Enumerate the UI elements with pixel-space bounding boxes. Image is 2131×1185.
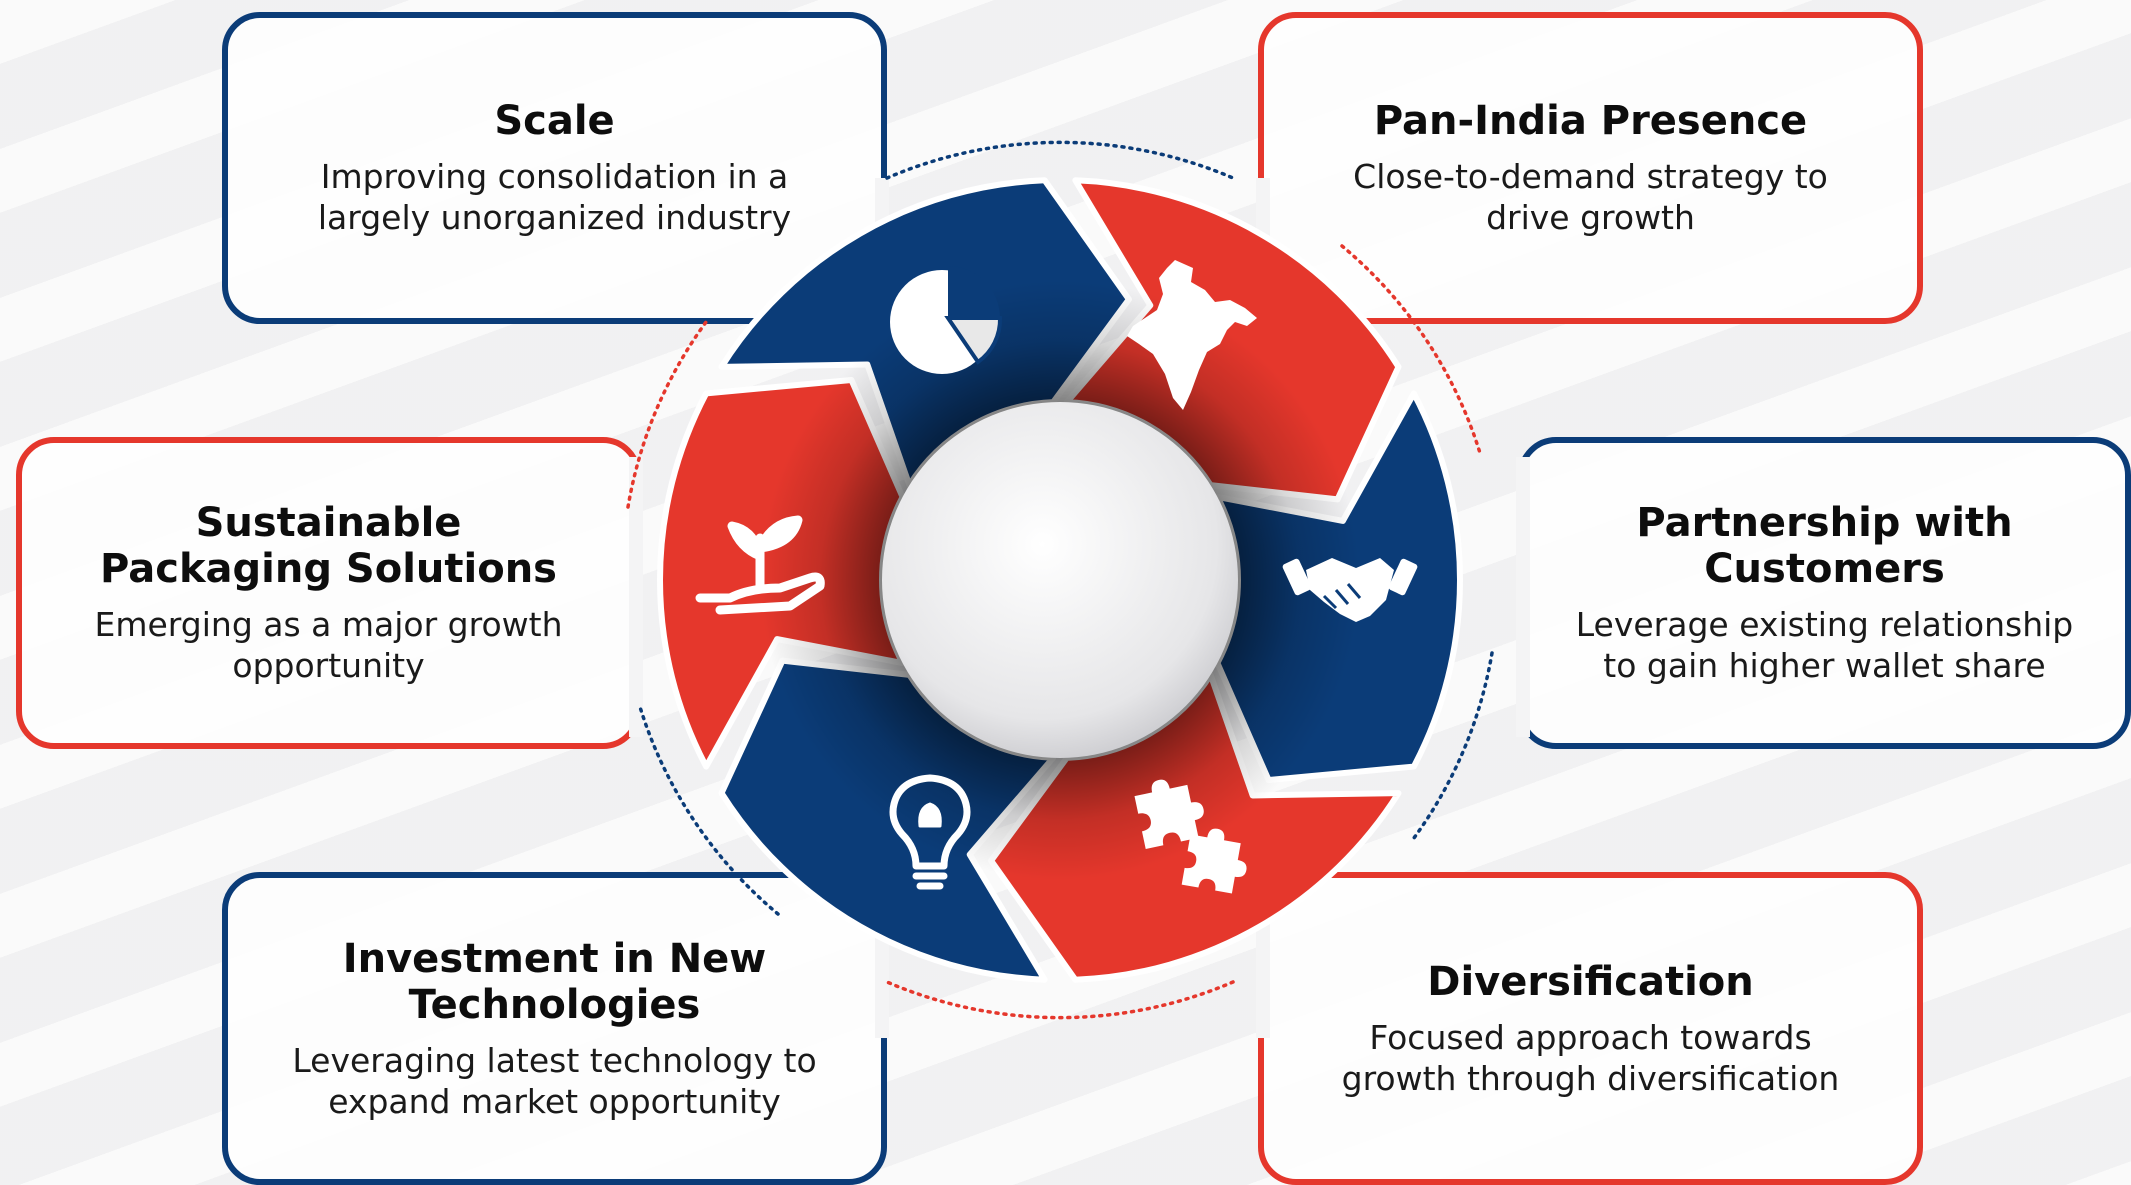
cycle-diagram bbox=[626, 140, 1494, 1020]
card-description: Close-to-demand strategy to drive growth bbox=[1353, 157, 1828, 237]
lightbulb-icon bbox=[889, 774, 971, 890]
card-title: Scale bbox=[494, 98, 615, 144]
card-description: Focused approach towards growth through … bbox=[1341, 1017, 1840, 1098]
handshake-icon bbox=[1282, 558, 1418, 622]
card-description: Improving consolidation in a largely uno… bbox=[317, 157, 792, 237]
card-title: Diversification bbox=[1427, 958, 1754, 1005]
card-sustainable: Sustainable Packaging Solutions Emerging… bbox=[16, 437, 643, 749]
card-partnership: Partnership with Customers Leverage exis… bbox=[1516, 437, 2131, 749]
card-title: Pan-India Presence bbox=[1373, 98, 1808, 144]
card-diversification: Diversification Focused approach towards… bbox=[1256, 872, 1923, 1185]
card-description: Emerging as a major growth opportunity bbox=[94, 605, 563, 685]
india-map-icon bbox=[1127, 260, 1257, 410]
card-pan-india: Pan-India Presence Close-to-demand strat… bbox=[1256, 12, 1923, 328]
pie-chart-icon bbox=[890, 266, 1003, 374]
card-description: Leveraging latest technology to expand m… bbox=[292, 1040, 817, 1121]
card-description: Leverage existing relationship to gain h… bbox=[1575, 605, 2074, 685]
card-scale: Scale Improving consolidation in a large… bbox=[222, 12, 889, 328]
card-title: Sustainable Packaging Solutions bbox=[100, 500, 557, 592]
center-disc bbox=[882, 402, 1238, 758]
puzzle-icon bbox=[1134, 779, 1247, 894]
plant-hand-icon bbox=[695, 515, 825, 615]
card-title: Investment in New Technologies bbox=[342, 935, 767, 1028]
card-title: Partnership with Customers bbox=[1636, 500, 2013, 592]
dotted-arcs bbox=[626, 140, 1494, 1020]
